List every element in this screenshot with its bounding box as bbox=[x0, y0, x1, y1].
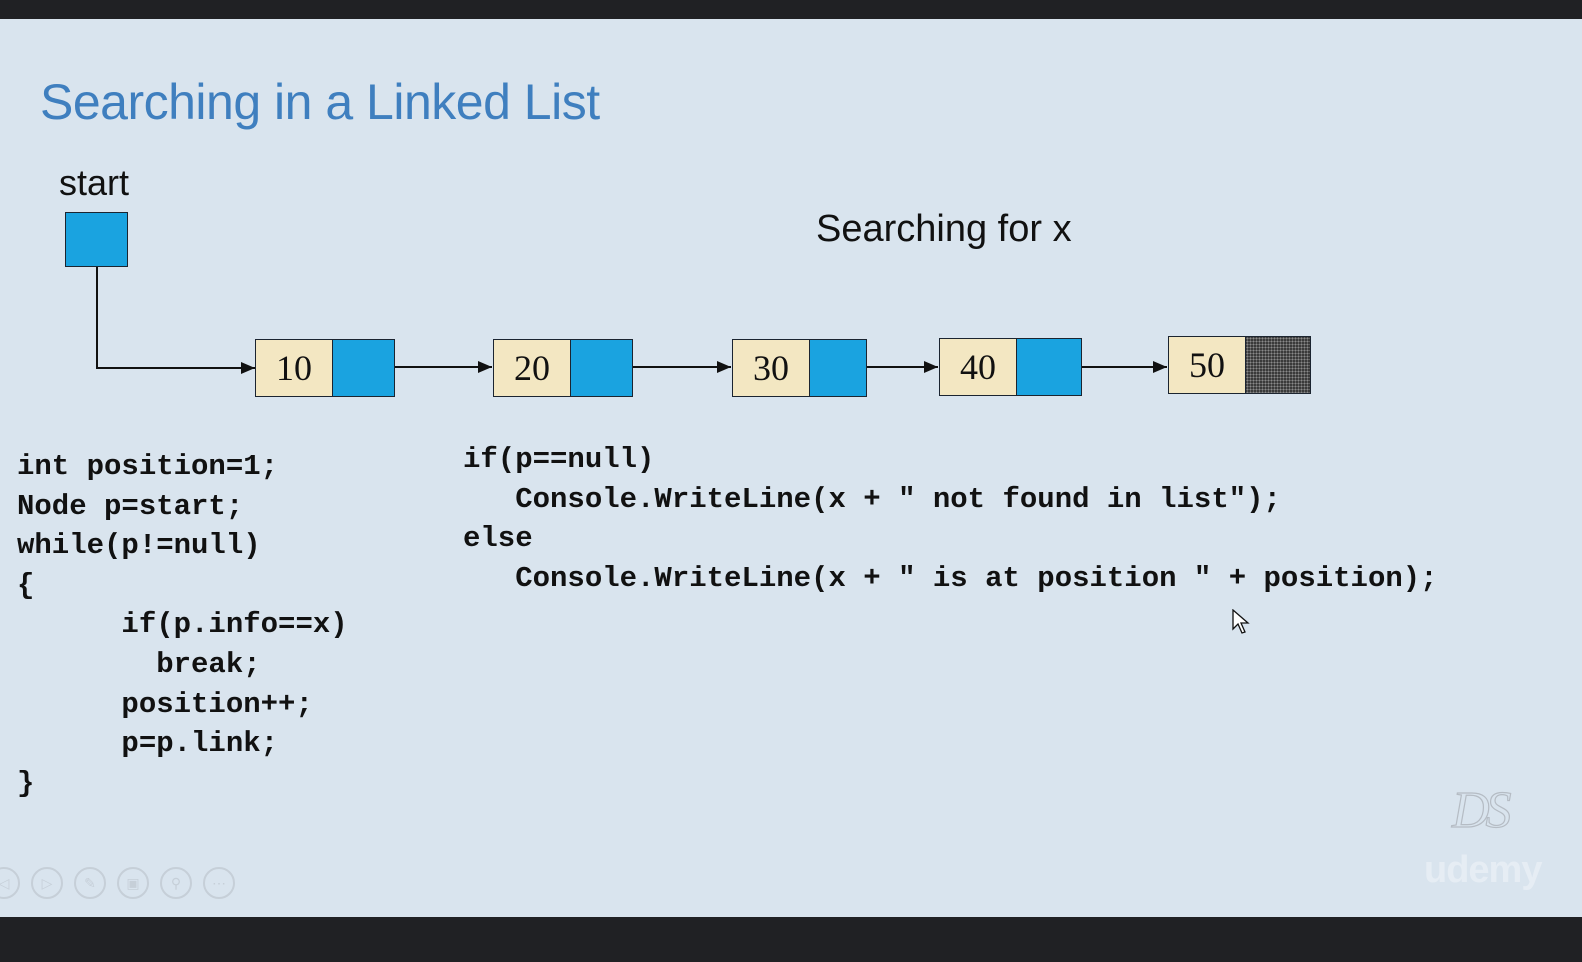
zoom-icon[interactable]: ⚲ bbox=[160, 867, 192, 899]
window-bottom-bar bbox=[0, 917, 1582, 962]
search-loop-code: int position=1; Node p=start; while(p!=n… bbox=[17, 450, 348, 800]
start-pointer-box bbox=[65, 212, 128, 267]
node-info: 20 bbox=[493, 339, 571, 397]
slideshow-controls: ◁ ▷ ✎ ▣ ⚲ ⋯ bbox=[0, 867, 235, 899]
node-info: 50 bbox=[1168, 336, 1246, 394]
list-node: 50 bbox=[1168, 336, 1311, 394]
list-node: 30 bbox=[732, 339, 867, 397]
ds-logo: DS bbox=[1451, 781, 1512, 839]
list-node: 40 bbox=[939, 338, 1082, 396]
result-output-code: if(p==null) Console.WriteLine(x + " not … bbox=[463, 443, 1438, 595]
previous-icon[interactable]: ◁ bbox=[0, 867, 20, 899]
more-icon[interactable]: ⋯ bbox=[203, 867, 235, 899]
slides-icon[interactable]: ▣ bbox=[117, 867, 149, 899]
node-link bbox=[569, 339, 633, 397]
node-info: 30 bbox=[732, 339, 810, 397]
play-icon[interactable]: ▷ bbox=[31, 867, 63, 899]
mouse-cursor-icon bbox=[1232, 608, 1250, 640]
list-node: 10 bbox=[255, 339, 395, 397]
search-label: Searching for x bbox=[816, 208, 1072, 250]
slide-title: Searching in a Linked List bbox=[40, 74, 600, 130]
node-info: 40 bbox=[939, 338, 1017, 396]
pen-icon[interactable]: ✎ bbox=[74, 867, 106, 899]
window-top-bar bbox=[0, 0, 1582, 19]
node-info: 10 bbox=[255, 339, 333, 397]
slide: Searching in a Linked List start Searchi… bbox=[0, 19, 1582, 917]
node-null-link bbox=[1244, 336, 1311, 394]
start-arrow bbox=[96, 267, 255, 374]
list-node: 20 bbox=[493, 339, 633, 397]
udemy-watermark: udemy bbox=[1424, 849, 1542, 891]
node-link bbox=[1015, 338, 1082, 396]
start-label: start bbox=[59, 162, 130, 203]
node-link bbox=[331, 339, 395, 397]
node-link bbox=[808, 339, 867, 397]
